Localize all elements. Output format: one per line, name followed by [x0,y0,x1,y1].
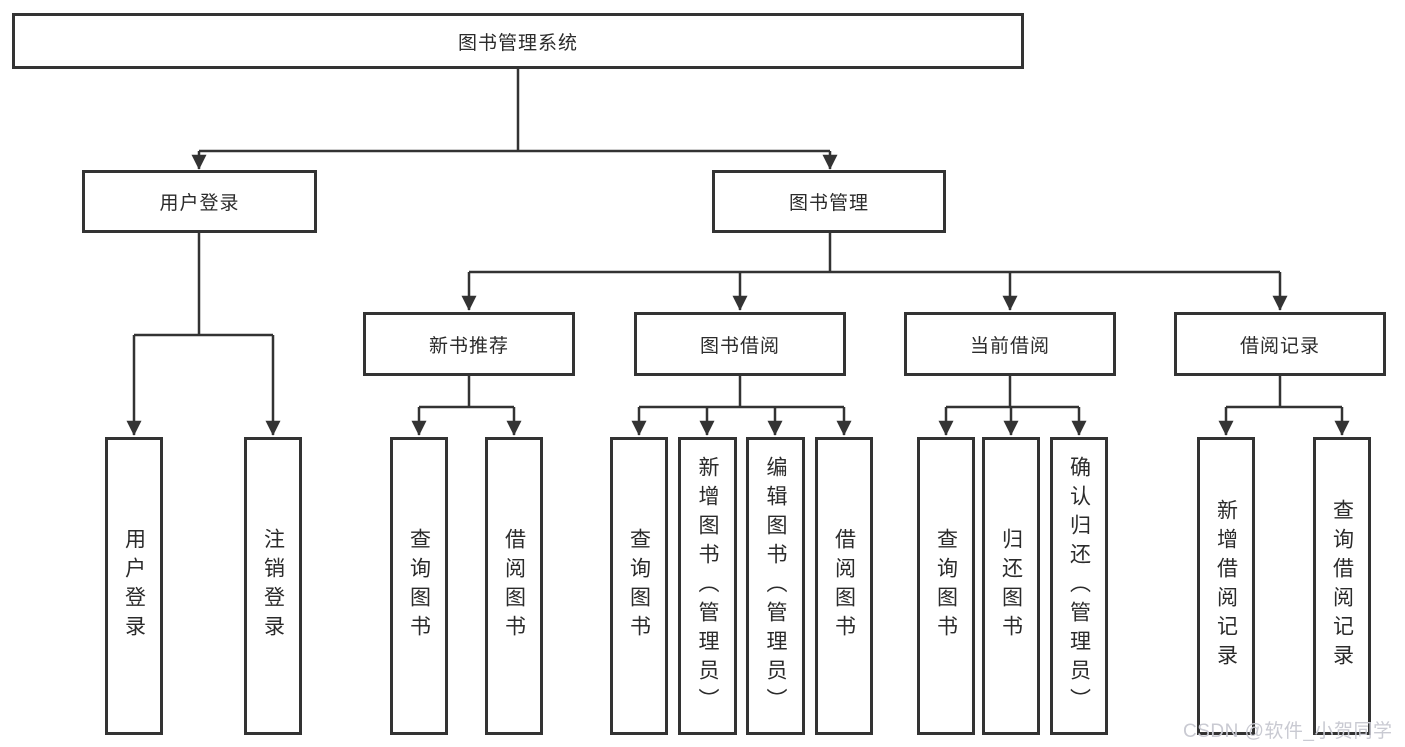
leaf-add-books-admin: 新增图书（管理员） [678,437,737,735]
leaf-label: 新增借阅记录 [1214,499,1238,673]
leaf-label: 注销登录 [261,528,285,644]
leaf-label: 查询图书 [627,528,651,644]
node-label: 用户登录 [159,193,240,214]
leaf-label: 归还图书 [999,528,1023,644]
leaf-label: 用户登录 [122,528,146,644]
leaf-label: 查询借阅记录 [1330,499,1354,673]
leaf-borrow-books-borrowing: 借阅图书 [815,437,873,735]
leaf-label: 借阅图书 [832,528,856,644]
leaf-label: 新增图书（管理员） [696,455,719,717]
leaf-label: 确认归还（管理员） [1067,455,1091,717]
leaf-query-borrow-record: 查询借阅记录 [1313,437,1371,735]
leaf-edit-books-admin: 编辑图书（管理员） [746,437,805,735]
node-user-login: 用户登录 [82,170,317,233]
node-borrowing-records: 借阅记录 [1174,312,1386,376]
csdn-watermark: CSDN @软件_小贺同学 [1183,721,1393,742]
leaf-label: 借阅图书 [502,528,526,644]
node-current-borrowing: 当前借阅 [904,312,1116,376]
node-book-borrowing: 图书借阅 [634,312,846,376]
leaf-add-borrow-record: 新增借阅记录 [1197,437,1255,735]
leaf-label: 查询图书 [407,528,431,644]
leaf-label: 查询图书 [934,528,958,644]
node-label: 借阅记录 [1239,335,1320,357]
leaf-return-books: 归还图书 [982,437,1040,735]
node-new-book-recommendation: 新书推荐 [363,312,575,376]
node-book-management: 图书管理 [712,170,946,233]
leaf-user-login: 用户登录 [105,437,163,735]
leaf-query-books-borrowing: 查询图书 [610,437,668,735]
node-library-management-system: 图书管理系统 [12,13,1024,69]
leaf-borrow-books-recommend: 借阅图书 [485,437,543,735]
node-label: 图书借阅 [699,335,780,357]
node-label: 当前借阅 [969,335,1050,357]
leaf-confirm-return-admin: 确认归还（管理员） [1050,437,1108,735]
node-label: 图书管理系统 [457,32,578,54]
node-label: 新书推荐 [428,335,509,357]
leaf-query-books-current: 查询图书 [917,437,975,735]
leaf-logout: 注销登录 [244,437,302,735]
leaf-label: 编辑图书（管理员） [764,455,787,717]
leaf-query-books-recommend: 查询图书 [390,437,448,735]
node-label: 图书管理 [788,193,869,214]
